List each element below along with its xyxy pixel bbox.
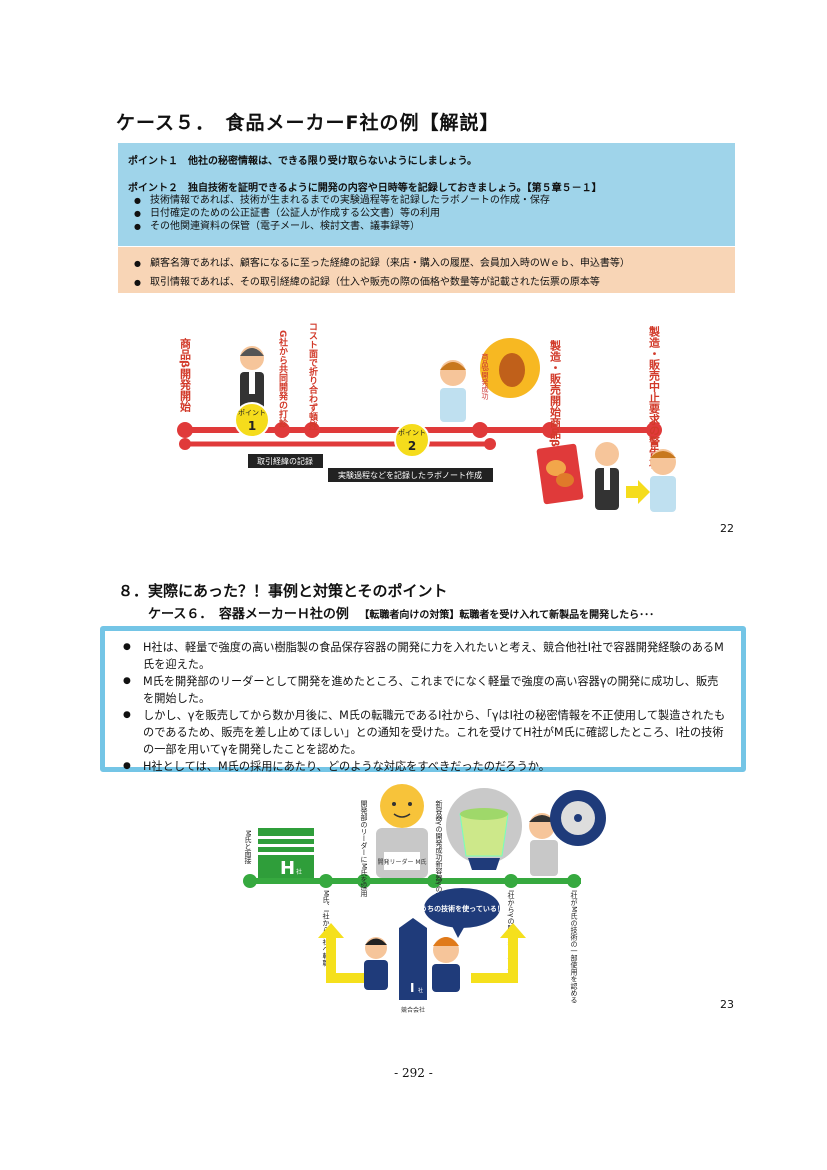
h-company-building-icon: H 社 (258, 828, 314, 879)
timeline-node (243, 874, 257, 888)
arrow-right-icon (626, 480, 650, 504)
g-company-person-icon (240, 346, 264, 412)
timeline-node (427, 874, 441, 888)
warning-person-icon (595, 442, 619, 510)
point2-text: ポイント２ 独自技術を証明できるように開発の内容や日時等を記録しておきましょう。… (128, 183, 602, 194)
timeline-event-label: M氏と面接 (244, 830, 252, 865)
points-box: ポイント１ 他社の秘密情報は、できる限り受け取らないようにしましょう。 ポイント… (118, 143, 735, 246)
disc-icon (550, 790, 606, 846)
i-company-tower-icon: I 社 競合会社 (399, 918, 427, 1014)
slide1-page-number: 22 (720, 522, 734, 535)
point-2-badge: ポイント 2 (394, 422, 430, 458)
record-examples-box: 顧客名簿であれば、顧客になるに至った経緯の記録（来店・購入の履歴、会員加入時のＷ… (118, 247, 735, 293)
case6-description-box: H社は、軽量で強度の高い樹脂製の食品保存容器の開発に力を入れたいと考え、競合他社… (100, 626, 746, 775)
svg-text:H: H (280, 858, 295, 879)
worried-employee-icon (650, 449, 676, 512)
record-label: 取引経緯の記録 (248, 454, 323, 468)
svg-text:うちの技術を使っている！: うちの技術を使っている！ (420, 904, 504, 913)
timeline-node (472, 422, 488, 438)
slide2-timeline-illustration: H 社 M氏と面接 開発部のリーダーにM氏を採用 新容器γの開発成功新容器γの販… (243, 784, 606, 1014)
point2-item: 技術情報であれば、技術が生まれるまでの実験過程等を記録したラボノートの作成・保存 (128, 194, 725, 207)
engineer-icon (529, 813, 558, 876)
svg-text:2: 2 (408, 439, 416, 453)
case6-item: H社としては、M氏の採用にあたり、どのような対応をすべきだったのだろうか。 (115, 758, 727, 775)
svg-text:実験過程などを記録したラボノート作成: 実験過程などを記録したラボノート作成 (338, 470, 482, 480)
timeline-event-label: 製造・販売開始商品βの (549, 339, 563, 458)
timeline-node (274, 422, 290, 438)
slide1-title: ケース５． 食品メーカーF社の例【解説】 (116, 112, 500, 134)
case6-item: M氏を開発部のリーダーとして開発を進めたところ、これまでになく軽量で強度の高い容… (115, 673, 727, 707)
svg-text:1: 1 (248, 419, 256, 433)
labnote-label: 実験過程などを記録したラボノート作成 (328, 468, 493, 482)
case6-item: しかし、γを販売してから数か月後に、M氏の転職元であるI社から、「γはI社の秘密… (115, 707, 727, 758)
timeline-event-label: I社がM氏の技術の一部使用を認める (570, 890, 578, 1003)
svg-text:社: 社 (418, 987, 423, 994)
timeline-node (567, 874, 581, 888)
i-company-person-icon (432, 937, 460, 992)
section-title: ８．実際にあった？！事例と対策とそのポイント (118, 582, 448, 600)
point2-item: 日付確定のための公正証書（公証人が作成する公文書）等の利用 (128, 207, 725, 220)
timeline-event-label: 製造・販売中止要求の警告状 (648, 325, 662, 470)
point2-item: その他関連資料の保管（電子メール、検討文書、議事録等） (128, 220, 725, 233)
m-person-icon (364, 937, 388, 990)
svg-text:ポイント: ポイント (398, 429, 426, 437)
timeline-event-label: M氏、I社からH社へ転職 (322, 890, 330, 968)
left-arrow-icon (318, 923, 371, 983)
food-container-icon (446, 788, 522, 870)
svg-text:商品β開発成功: 商品β開発成功 (481, 352, 489, 400)
timeline-event-label: コスト面で折り合わず頓挫 (307, 322, 318, 431)
product-package-icon (536, 443, 584, 505)
svg-text:I: I (410, 981, 414, 995)
svg-text:社: 社 (296, 868, 302, 876)
slide2-page-number: 23 (720, 998, 734, 1011)
svg-text:ポイント: ポイント (238, 409, 266, 417)
svg-text:取引経緯の記録: 取引経緯の記録 (257, 456, 313, 466)
slide1-timeline-illustration: 商品β開発開始 G社から共同開発の打診 コスト面で折り合わず頓挫 製造・販売開始… (177, 322, 676, 512)
m-leader-icon: 開発リーダー M氏 (376, 784, 428, 878)
timeline-node (177, 422, 193, 438)
case6-title: ケース６． 容器メーカーＨ社の例 【転職者向けの対策】転職者を受け入れて新製品を… (148, 603, 654, 622)
speech-bubble: うちの技術を使っている！ (420, 888, 504, 938)
f-company-employee-icon (440, 360, 466, 422)
timeline-node (646, 422, 662, 438)
success-sign-icon: 商品β開発成功 (480, 338, 540, 401)
timeline-node (319, 874, 333, 888)
timeline-node (542, 422, 558, 438)
case6-subtitle: 【転職者向けの対策】転職者を受け入れて新製品を開発したら･･･ (359, 610, 655, 621)
svg-text:競合会社: 競合会社 (401, 1006, 425, 1014)
timeline-event-label: 商品β開発開始 (179, 337, 193, 413)
timeline-node (504, 874, 518, 888)
timeline-node (304, 422, 320, 438)
footer-page-number: - 292 - (394, 1066, 433, 1080)
record-example-item: 取引情報であれば、その取引経緯の記録（仕入や販売の際の価格や数量等が記載された伝… (128, 274, 725, 293)
timeline-event-label: G社から共同開発の打診 (277, 330, 289, 428)
record-example-item: 顧客名簿であれば、顧客になるに至った経緯の記録（来店・購入の履歴、会員加入時のＷ… (128, 255, 725, 274)
timeline-event-label: 開発部のリーダーにM氏を採用 (360, 800, 368, 898)
point1-text: ポイント１ 他社の秘密情報は、できる限り受け取らないようにしましょう。 (128, 156, 477, 167)
timeline-event-label: 新容器γの開発成功新容器γの販売開始 (435, 799, 443, 921)
svg-text:開発リーダー M氏: 開発リーダー M氏 (377, 858, 426, 866)
case6-item: H社は、軽量で強度の高い樹脂製の食品保存容器の開発に力を入れたいと考え、競合他社… (115, 639, 727, 673)
timeline-node (357, 874, 371, 888)
right-arrow-icon (471, 923, 526, 983)
point-1-badge: ポイント 1 (234, 402, 270, 438)
case6-title-text: ケース６． 容器メーカーＨ社の例 (148, 607, 349, 622)
